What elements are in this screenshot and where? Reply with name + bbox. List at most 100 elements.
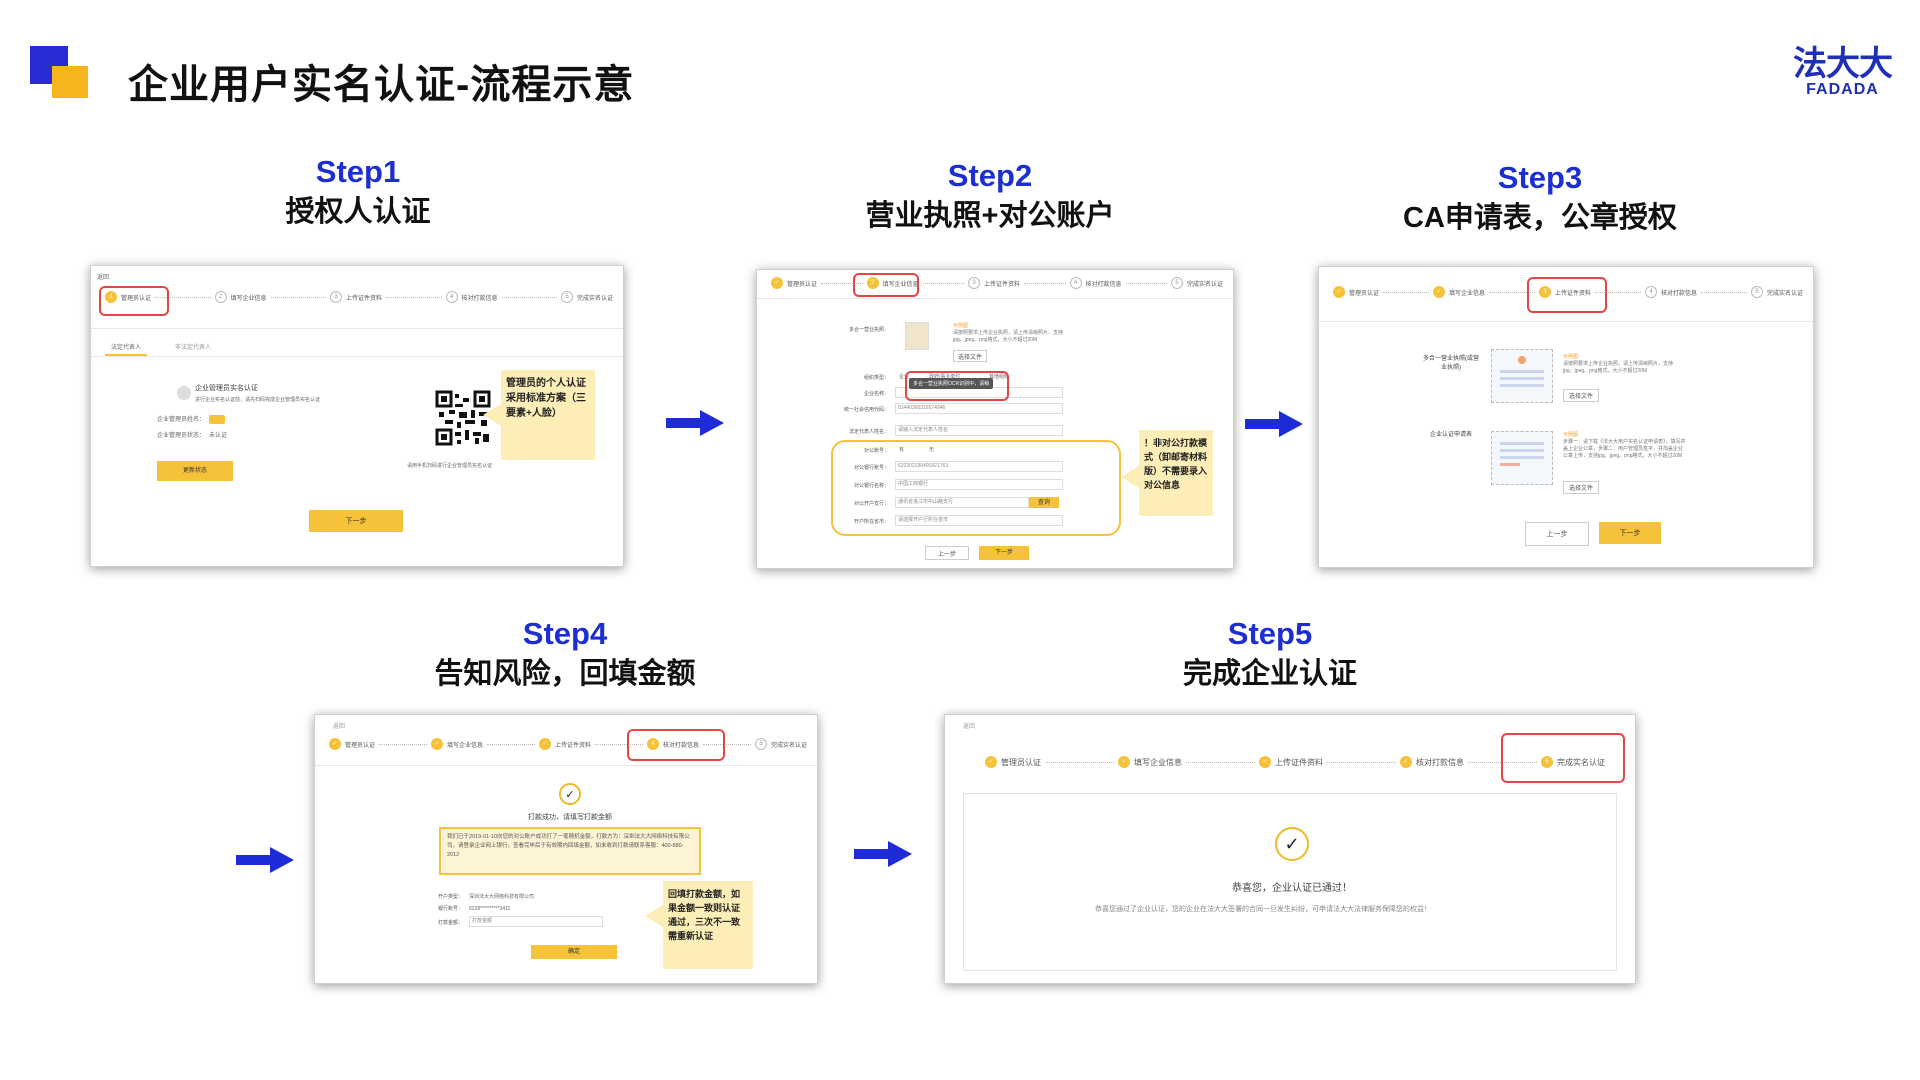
credit-code-input[interactable]: 91440300319574946 — [895, 403, 1063, 414]
brand-cn: 法大大 — [1793, 45, 1893, 83]
prev-button[interactable]: 上一步 — [1525, 522, 1589, 546]
account-option-no[interactable]: 无 — [929, 447, 935, 453]
progress-step-1: ✓管理员认证 — [771, 277, 817, 289]
progress-step-2: ✓填写企业信息 — [1433, 286, 1485, 298]
ca-note: 步骤一：请下载《法大大用户实名认证申请表》，填写并盖上企业公章，步骤二：用户管理… — [1563, 439, 1686, 459]
flow-arrow-4 — [854, 841, 912, 867]
refresh-status-button[interactable]: 更新状态 — [157, 461, 233, 481]
prev-button[interactable]: 上一步 — [925, 546, 969, 560]
success-note: 恭喜您通过了企业认证，您的企业在法大大签署的合同一旦发生纠纷，可申请法大大法律服… — [1095, 906, 1431, 913]
progress-step-1: ✓管理员认证 — [329, 738, 375, 750]
bank-name-input[interactable]: 中国工商银行 — [895, 479, 1063, 490]
company-name-label: 企业名称： — [863, 391, 889, 397]
highlight-box — [1527, 277, 1607, 313]
upload-button[interactable]: 选择文件 — [953, 350, 987, 362]
upload-license-button[interactable]: 选择文件 — [1563, 389, 1599, 402]
highlight-box — [627, 729, 725, 761]
license-example: 示例图 — [953, 323, 969, 329]
org-type-option-2[interactable]: 政府/事业单位 — [929, 374, 961, 380]
admin-title: 企业管理员实名认证 — [195, 385, 258, 392]
avatar-icon — [177, 386, 191, 400]
page-title: 企业用户实名认证-流程示意 — [128, 63, 635, 107]
next-button[interactable]: 下一步 — [979, 546, 1029, 560]
progress-step-3: ✓上传证件资料 — [539, 738, 591, 750]
qr-hint: 请用手机扫码进行企业管理员实名认证 — [407, 463, 493, 469]
bank-info-group — [831, 440, 1121, 536]
qr-code-icon — [435, 390, 491, 446]
query-button[interactable]: 查询 — [1029, 497, 1059, 508]
upload-ca-button[interactable]: 选择文件 — [1563, 481, 1599, 494]
highlight-box-ocr — [905, 371, 1009, 401]
progress-step-1: ✓管理员认证 — [985, 756, 1041, 768]
step2-callout: ！非对公打款模式（卸邮寄材料版）不需要录入对公信息 — [1139, 430, 1213, 516]
step3-number: Step3 — [1497, 160, 1583, 195]
highlight-box — [1501, 733, 1625, 783]
tab-non-legal-rep[interactable]: 非法定代表人 — [175, 345, 212, 351]
tab-legal-rep[interactable]: 法定代表人 — [105, 342, 148, 356]
ocr-tooltip: 多合一营业执照OCR识别中，请稍 — [909, 378, 994, 389]
legal-name-input[interactable]: 请输入法定代表人姓名 — [895, 425, 1063, 436]
brand-logo: 法大大 FADADA — [1793, 45, 1893, 98]
progress-step-4: ✓核对打款信息 — [1400, 756, 1464, 768]
next-button[interactable]: 下一步 — [1599, 522, 1661, 544]
step4-desc: 告知风险，回填金额 — [434, 658, 696, 690]
step1-number: Step1 — [315, 154, 401, 189]
ca-sample-image — [1491, 431, 1553, 485]
license-label: 多合一营业执照： — [848, 327, 889, 333]
bank-branch-label: 对公开户支行： — [853, 501, 889, 507]
bank-no-value: 6228**********3411 — [469, 906, 511, 912]
step4-number: Step4 — [522, 616, 608, 651]
org-type-option-1[interactable]: 企业 — [899, 374, 910, 380]
highlight-box — [853, 273, 919, 297]
admin-hint: 进行企业实名认证前，请先扫码完成企业管理员实名认证 — [195, 397, 321, 403]
step5-heading: Step5 完成企业认证 — [1120, 614, 1420, 694]
check-icon: ✓ — [559, 783, 581, 805]
result-panel — [963, 793, 1617, 971]
success-title: 打款成功，请填写打款金额 — [528, 814, 612, 821]
step3-desc: CA申请表，公章授权 — [1403, 202, 1677, 234]
legal-name-label: 法定代表人姓名： — [848, 429, 889, 435]
account-type-label: 开户类型： — [437, 894, 463, 900]
step5-number: Step5 — [1227, 616, 1313, 651]
credit-code-label: 统一社会信用代码： — [843, 407, 889, 413]
progress-step-2: ✓填写企业信息 — [1118, 756, 1182, 768]
step2-heading: Step2 营业执照+对公账户 — [840, 156, 1140, 236]
flow-arrow-2 — [1245, 411, 1303, 437]
progress-step-1: ✓管理员认证 — [1333, 286, 1379, 298]
ca-example: 示例图 — [1563, 432, 1579, 438]
back-link[interactable]: 返回 — [963, 724, 976, 730]
admin-name-value — [209, 415, 225, 424]
bank-branch-input[interactable]: 通讯省洛江市中山路支行 — [895, 497, 1029, 508]
step3-heading: Step3 CA申请表，公章授权 — [1380, 158, 1700, 238]
back-link[interactable]: 返回 — [97, 275, 110, 281]
amount-input[interactable]: 打款金额 — [469, 916, 603, 927]
step5-desc: 完成企业认证 — [1182, 658, 1357, 690]
confirm-button[interactable]: 确定 — [531, 945, 617, 959]
org-type-option-3[interactable]: 其他组织 — [989, 374, 1010, 380]
step1-heading: Step1 授权人认证 — [258, 152, 458, 232]
province-select[interactable]: 请选择开户行所在省市 — [895, 515, 1063, 526]
bank-account-input[interactable]: 622202190400321763 — [895, 461, 1063, 472]
notice-box: 我们已于2019-01-10向您的对公账户成功打了一笔随机金额，打款方为：深圳法… — [439, 827, 701, 875]
admin-status-label: 企业管理员状态： — [157, 433, 206, 439]
account-option-yes[interactable]: 有 — [899, 447, 905, 453]
bank-no-label: 银行账号： — [437, 906, 463, 912]
license-image — [905, 322, 929, 350]
admin-name-label: 企业管理员姓名： — [157, 417, 206, 423]
license-note: 请按照要求上传企业执照，请上传清晰照片，支持jpg、jpeg、png格式，大小不… — [1563, 361, 1674, 374]
next-button[interactable]: 下一步 — [309, 510, 403, 532]
back-link[interactable]: 返回 — [333, 724, 346, 730]
step1-callout: 管理员的个人认证采用标准方案（三要素+人脸） — [501, 370, 595, 460]
